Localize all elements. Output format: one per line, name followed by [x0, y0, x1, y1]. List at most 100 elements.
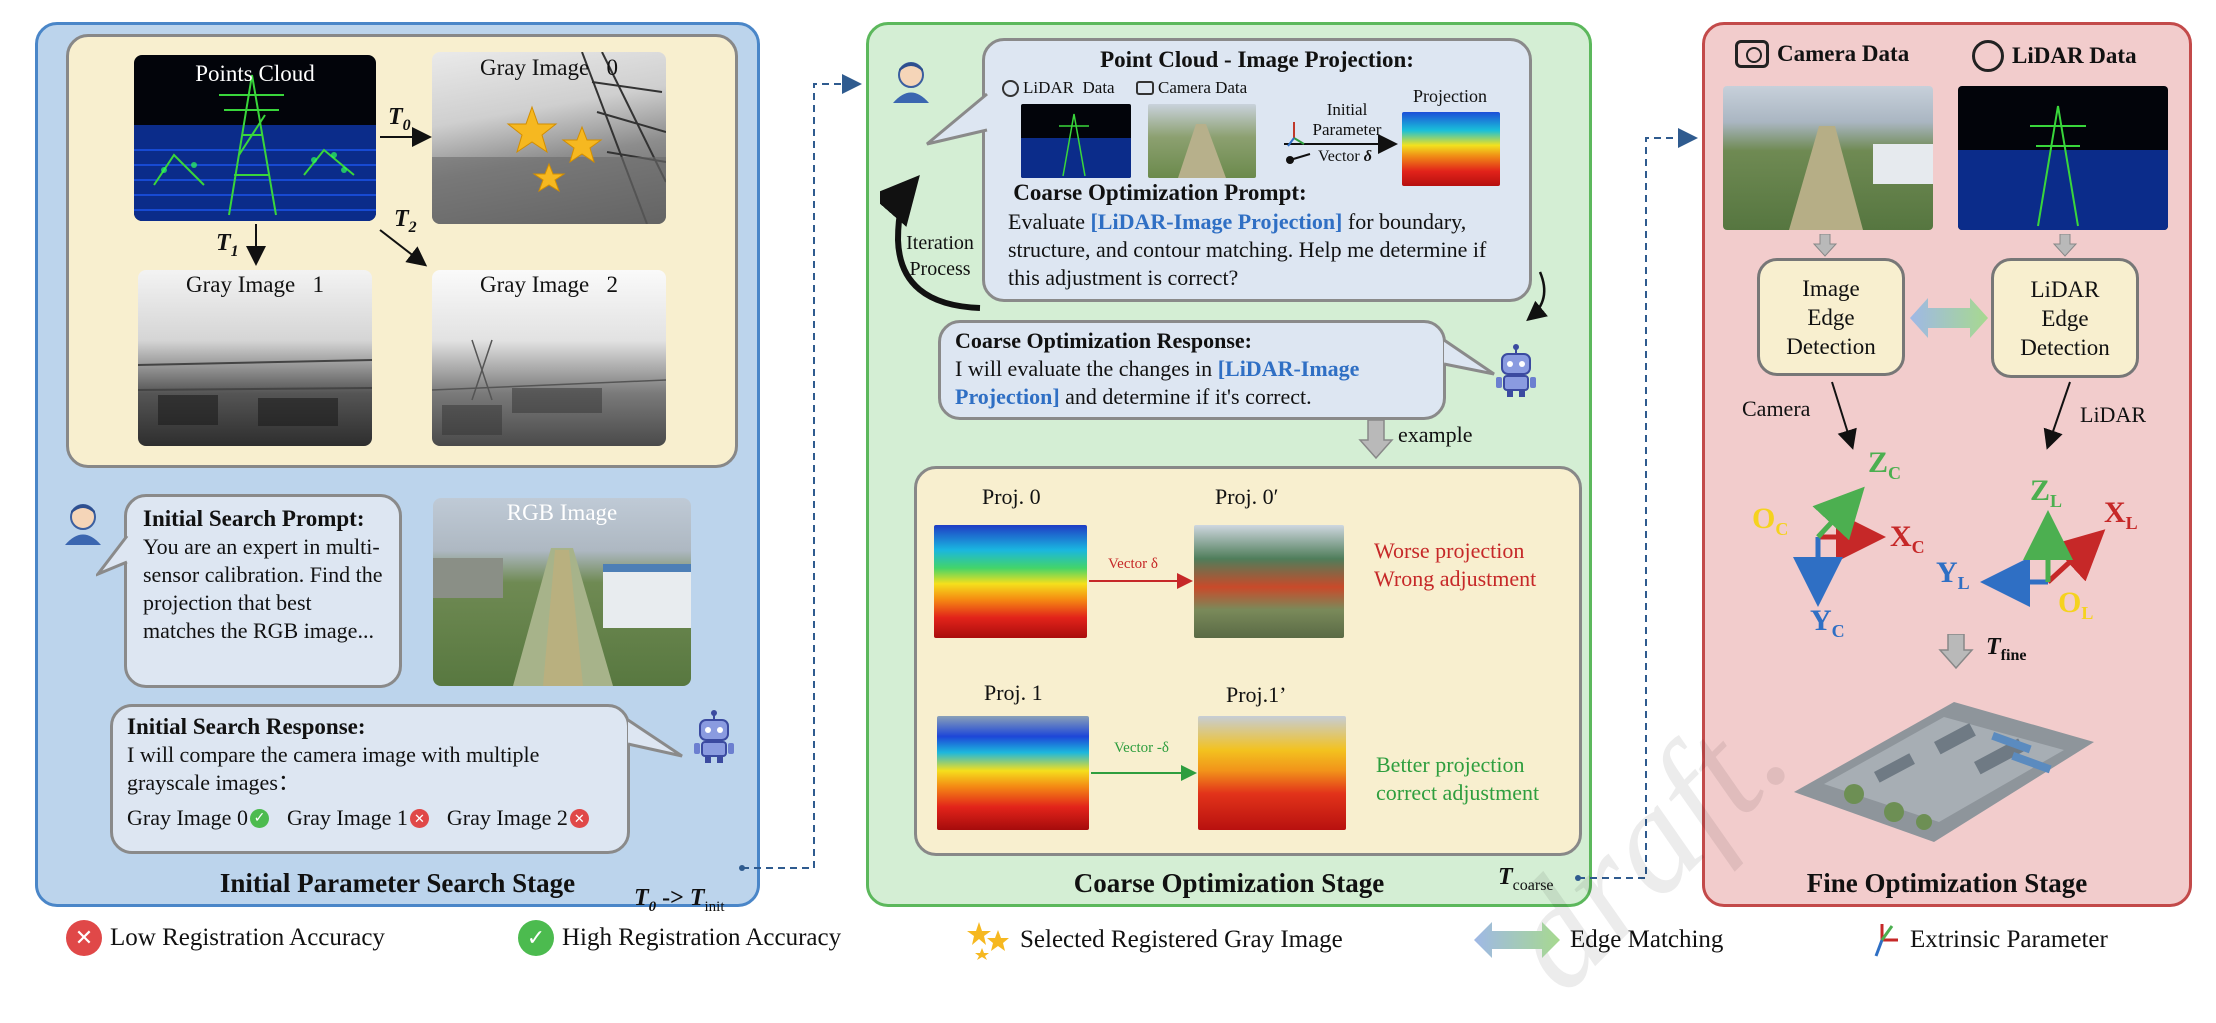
lidar-label: LiDAR — [2080, 402, 2146, 427]
t0-label: T0 — [388, 104, 411, 134]
coarse-response-bubble: Coarse Optimization Response: I will eva… — [938, 320, 1446, 420]
prompt-bubble-tail — [96, 535, 129, 577]
robot-icon — [690, 710, 738, 769]
legend-selected-gray: Selected Registered Gray Image — [966, 920, 1343, 960]
camera-data-header: Camera Data — [1136, 78, 1247, 98]
projection-thumb — [1402, 112, 1500, 186]
gray-result-2: Gray Image 2 ✕ — [447, 805, 589, 831]
gray-image-1-label: Gray Image 1 — [186, 272, 324, 297]
fine-stage-title: Fine Optimization Stage — [1806, 868, 2088, 898]
projection-title: Point Cloud - Image Projection: — [1100, 47, 1414, 72]
check-icon: ✓ — [518, 920, 554, 956]
edge-matching-icon — [1474, 922, 1560, 958]
legend-low-accuracy: ✕ Low Registration Accuracy — [66, 920, 385, 956]
cross-icon: ✕ — [569, 808, 589, 828]
gray-result-0: Gray Image 0 ✓ — [127, 805, 269, 831]
gray-image-0: Gray Image 0 — [432, 52, 666, 224]
projection-label: Projection — [1413, 86, 1487, 106]
robot-icon — [1492, 344, 1540, 403]
cross-icon: ✕ — [409, 808, 429, 828]
yc-label: YC — [1810, 604, 1845, 641]
iteration-loop-arrow — [880, 174, 981, 311]
proj0-label: Proj. 0 — [982, 484, 1041, 509]
example-label: example — [1398, 422, 1473, 447]
user-avatar-icon — [890, 60, 932, 109]
image-edge-detection-box: Image Edge Detection — [1757, 258, 1905, 376]
lidar-icon — [1972, 40, 2004, 72]
better-projection-text: Better projection — [1376, 752, 1525, 777]
tfine-label: Tfine — [1986, 634, 2027, 664]
camera-icon — [1735, 40, 1769, 68]
initial-search-prompt-text: You are an expert in multi-sensor calibr… — [143, 534, 383, 643]
lidar-data-header: LiDAR Data — [1002, 78, 1115, 98]
user-avatar-icon — [62, 502, 104, 551]
lidar-data-title: LiDAR Data — [1972, 40, 2137, 72]
t2-arrow — [379, 229, 428, 267]
points-cloud-image: Points Cloud — [134, 55, 376, 221]
coarse-prompt-tail — [926, 92, 988, 146]
lidar-edge-detection-box: LiDAR Edge Detection — [1991, 258, 2139, 378]
tfine-down-arrow — [1938, 634, 1974, 670]
initial-parameter-label: Initial Parameter — [1312, 100, 1382, 139]
small-down-arrows — [1812, 234, 2078, 257]
coarse-prompt-text: Evaluate [LiDAR-Image Projection] for bo… — [1008, 209, 1487, 290]
gray-result-1: Gray Image 1 ✕ — [287, 805, 429, 831]
gray-results-row: Gray Image 0 ✓ Gray Image 1 ✕ Gray Image… — [127, 805, 613, 831]
legend-high-accuracy: ✓ High Registration Accuracy — [518, 920, 841, 956]
initial-search-response-text: I will compare the camera image with mul… — [127, 742, 540, 795]
initial-search-prompt-title: Initial Search Prompt: — [143, 506, 365, 531]
initial-search-response-bubble: Initial Search Response: I will compare … — [110, 704, 630, 854]
initial-search-response-title: Initial Search Response: — [127, 714, 366, 739]
coarse-response-text: I will evaluate the changes in [LiDAR-Im… — [955, 356, 1360, 409]
frame-arrows — [1793, 381, 2106, 607]
proj1p-label: Proj.1’ — [1226, 682, 1287, 707]
lidar-thumb — [1021, 104, 1131, 178]
wrong-adjustment-text: Wrong adjustment — [1374, 566, 1537, 591]
correct-adjustment-text: correct adjustment — [1376, 780, 1540, 805]
worse-projection-text: Worse projection — [1374, 538, 1525, 563]
legend-edge-matching: Edge Matching — [1472, 920, 1723, 960]
extrinsic-parameter-icon — [1874, 924, 1898, 957]
vector-delta-label: Vector δ — [1108, 556, 1158, 572]
legend-extrinsic: Extrinsic Parameter — [1872, 920, 2108, 960]
proj1-label: Proj. 1 — [984, 680, 1043, 705]
points-cloud-label: Points Cloud — [195, 61, 315, 86]
coarse-response-title: Coarse Optimization Response: — [955, 328, 1252, 353]
xc-label: XC — [1890, 520, 1925, 557]
xl-label: XL — [2104, 496, 2138, 533]
gray-image-2: Gray Image 2 — [432, 270, 666, 446]
proj0p-image — [1194, 525, 1344, 638]
stars-icon — [967, 922, 1009, 960]
proj1-image — [937, 716, 1089, 830]
check-icon: ✓ — [249, 808, 269, 828]
vector-neg-delta-arrow — [1091, 765, 1197, 781]
vector-neg-delta-label: Vector -δ — [1114, 740, 1169, 756]
lidar-icon — [1002, 79, 1019, 97]
fused-3d-model — [1794, 702, 2094, 842]
camera-data-title: Camera Data — [1735, 40, 1909, 68]
t1-label: T1 — [216, 230, 239, 260]
zl-label: ZL — [2030, 474, 2063, 511]
zc-label: ZC — [1868, 446, 1902, 483]
lidar-photo — [1958, 86, 2168, 230]
coarse-stage-title: Coarse Optimization Stage — [1073, 868, 1385, 898]
coarse-response-tail — [1443, 338, 1495, 376]
camera-photo — [1723, 86, 1933, 230]
transform-arrows — [246, 127, 432, 267]
proj0p-label: Proj. 0′ — [1215, 484, 1279, 509]
response-bubble-tail — [627, 718, 683, 758]
tinit-label: T0 -> Tinit — [634, 885, 725, 915]
yl-label: YL — [1936, 556, 1970, 593]
edge-matching-arrow — [1910, 298, 1988, 338]
rgb-image: RGB Image — [433, 498, 691, 686]
camera-label: Camera — [1742, 396, 1811, 421]
prompt-to-response-arrow — [1526, 271, 1548, 322]
initial-parameter-arrow — [1284, 122, 1398, 164]
stage-connectors — [739, 74, 1698, 881]
initial-search-prompt-bubble: Initial Search Prompt: You are an expert… — [124, 494, 402, 688]
vector-label: Vector δ — [1318, 148, 1372, 165]
tcoarse-label: Tcoarse — [1498, 864, 1554, 894]
coarse-prompt-title: Coarse Optimization Prompt: — [1013, 180, 1307, 205]
proj0-image — [934, 525, 1087, 638]
t2-label: T2 — [394, 206, 417, 236]
